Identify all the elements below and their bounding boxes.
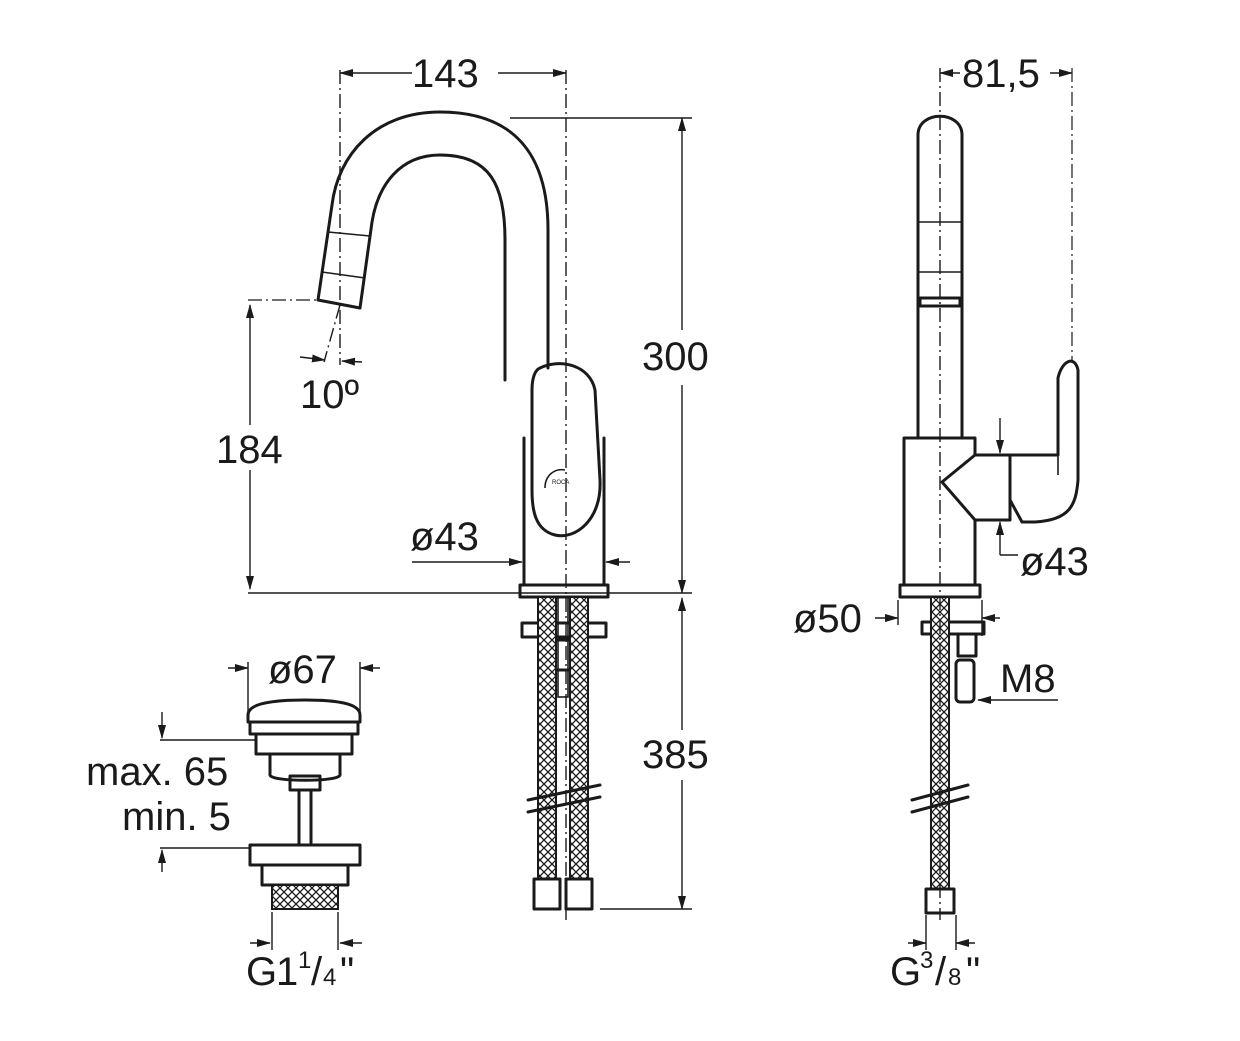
waste-cap bbox=[246, 698, 362, 724]
hose-break-lines bbox=[526, 783, 602, 814]
dim-hose-thread: G 3 / 8 " bbox=[890, 947, 980, 994]
hose-center-stud bbox=[557, 596, 569, 698]
side-stud bbox=[954, 658, 976, 704]
outlet-angle-line bbox=[323, 304, 341, 363]
dim-hose-length: 385 bbox=[642, 733, 709, 777]
spout-ring-2 bbox=[321, 271, 366, 279]
waste-spring-seat bbox=[288, 774, 322, 792]
waste-thread-denominator: 4 bbox=[323, 964, 336, 991]
side-washer bbox=[920, 620, 986, 636]
waste-body-thread bbox=[271, 884, 339, 910]
hose-left bbox=[537, 596, 557, 880]
mounting-washer bbox=[520, 621, 608, 639]
base-plate bbox=[518, 583, 610, 599]
hose-thread-denominator: 8 bbox=[948, 964, 961, 991]
hose-right bbox=[569, 596, 589, 880]
spout-outline-inner bbox=[358, 153, 507, 382]
dim-max-thickness: max. 65 bbox=[86, 750, 228, 794]
side-view: 81,5 ø43 ø50 M8 G 3 / 8 " bbox=[793, 52, 1089, 994]
side-lever bbox=[1008, 359, 1080, 524]
angle-arrow-right bbox=[341, 357, 363, 366]
waste-body-top bbox=[248, 843, 362, 867]
waste-cap-rim bbox=[248, 720, 360, 736]
spout-outline-outer bbox=[316, 110, 550, 370]
front-view: ROCA 143 300 385 bbox=[216, 52, 709, 920]
waste-thread-prefix: G bbox=[246, 950, 277, 994]
hose-thread-slash: / bbox=[935, 950, 947, 994]
angle-arrow-left bbox=[299, 354, 326, 363]
lever-handle bbox=[530, 362, 602, 538]
waste-thread-whole: 1 bbox=[276, 950, 298, 994]
dim-base-diameter: ø50 bbox=[793, 597, 862, 641]
dim-side-depth: 81,5 bbox=[962, 52, 1040, 96]
waste-thread-numerator: 1 bbox=[298, 947, 311, 974]
hose-fitting-left bbox=[532, 877, 562, 911]
dim-cap-diameter: ø67 bbox=[268, 648, 337, 692]
dim-stud-thread: M8 bbox=[1000, 657, 1056, 701]
dim-min-thickness: min. 5 bbox=[122, 795, 231, 839]
waste-valve-view: ø67 max. 65 min. 5 G 1 1 / 4 " bbox=[86, 648, 380, 994]
spout-ring-1 bbox=[327, 231, 371, 237]
spout-tip bbox=[316, 298, 362, 310]
dim-spout-angle: 10º bbox=[300, 373, 359, 417]
hose-thread-suffix: " bbox=[966, 950, 980, 994]
hose-fitting-right bbox=[564, 877, 594, 911]
dim-spout-height: 184 bbox=[216, 428, 283, 472]
hose-thread-numerator: 3 bbox=[920, 947, 933, 974]
waste-body-mid bbox=[260, 863, 350, 887]
logo-text: ROCA bbox=[552, 480, 569, 486]
hose-thread-prefix: G bbox=[890, 950, 921, 994]
lever-arc bbox=[544, 468, 566, 489]
waste-thread-suffix: " bbox=[340, 950, 354, 994]
side-nut bbox=[956, 632, 978, 658]
dim-lever-diameter: ø43 bbox=[1020, 540, 1089, 584]
waste-flange bbox=[254, 732, 354, 756]
side-cartridge bbox=[940, 453, 977, 522]
dim-waste-thread: G 1 1 / 4 " bbox=[246, 947, 354, 994]
waste-thread-slash: / bbox=[311, 950, 323, 994]
dim-total-height: 300 bbox=[642, 335, 709, 379]
waste-stem bbox=[297, 788, 313, 847]
dim-body-diameter: ø43 bbox=[410, 515, 479, 559]
dim-spout-reach: 143 bbox=[412, 52, 479, 96]
faucet-body bbox=[522, 436, 606, 587]
side-body bbox=[902, 436, 1012, 587]
waste-collar bbox=[268, 752, 342, 782]
